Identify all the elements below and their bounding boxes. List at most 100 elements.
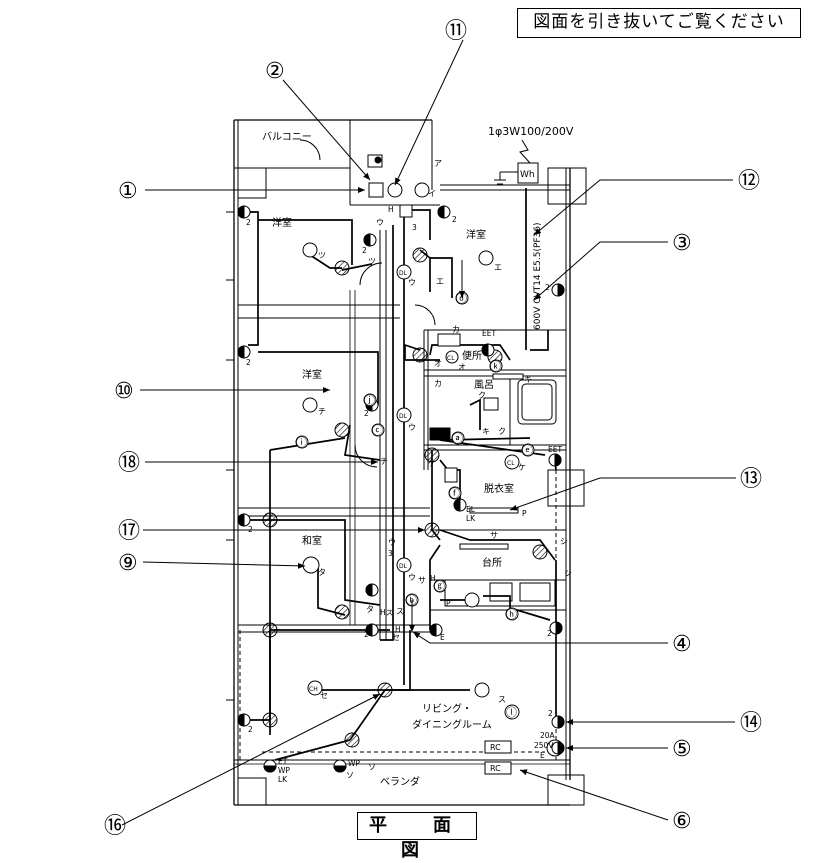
dashed-conduits [239, 184, 557, 760]
sw-chi2: チ [380, 457, 388, 466]
callout-4: ④ [672, 632, 692, 657]
room-living: リビング・ [422, 702, 472, 715]
sw-ku2: ク [498, 427, 506, 436]
outlet-symbol [551, 283, 565, 297]
room-western-3: 洋室 [302, 368, 322, 381]
marker-f: ⓕ [449, 487, 460, 500]
sw-ke2: ケ [518, 463, 526, 472]
tag-cl: CL [447, 355, 455, 362]
tag-dl3: DL [399, 563, 408, 570]
sw-ka: カ [452, 325, 460, 334]
outlet-symbol [363, 233, 377, 247]
tag-2e: 2 [362, 246, 367, 255]
callout-numbers: ① ② ③ ④ ⑤ ⑥ ⑨ ⑩ ⑪ ⑫ ⑬ ⑭ ⑯ ⑰ ⑱ [104, 19, 762, 839]
tag-3: 3 [412, 223, 417, 232]
marker-c: ⓒ [372, 424, 383, 437]
callout-18: ⑱ [118, 451, 140, 476]
switch-letters: ア イ ウ ウ ウ ウ ウ エ エ オ オ カ カ キ キ ク ク ケ ケ サ … [318, 159, 572, 780]
tag-h: H [388, 205, 394, 214]
sw-u5: ウ [408, 573, 416, 582]
outlet-symbol [481, 343, 495, 357]
callout-1: ① [118, 179, 138, 204]
sw-u3: ウ [408, 423, 416, 432]
outlets [237, 205, 565, 773]
tag-2j: 2 [548, 709, 553, 718]
room-western-1: 洋室 [272, 216, 292, 229]
tag-dl2: DL [399, 413, 408, 420]
sw-su: ス [498, 695, 506, 704]
outlet-symbol [551, 715, 565, 729]
tag-amp: 20A [540, 731, 556, 740]
callout-16: ⑯ [104, 814, 126, 839]
sw-shi: シ [560, 537, 568, 546]
sw-se2: セ [392, 633, 400, 642]
marker-j: ⓙ [364, 394, 375, 407]
circuit-markers [295, 291, 535, 621]
sw-shi2: シ [564, 569, 572, 578]
sw-ka2: カ [434, 379, 442, 388]
sw-ta: タ [318, 568, 326, 577]
sw-a: ア [434, 159, 442, 168]
marker-a: ⓐ [452, 432, 463, 445]
room-bath: 風呂 [474, 379, 494, 391]
room-living-2: ダイニングルーム [412, 718, 492, 731]
tag-2h: 2 [452, 215, 457, 224]
room-veranda: ベランダ [380, 775, 420, 788]
room-dressing: 脱衣室 [484, 482, 514, 495]
marker-e: ⓔ [522, 444, 533, 457]
sw-ki2: キ [482, 427, 490, 436]
tag-h3: H [395, 625, 401, 634]
tag-eet2: EET [548, 445, 562, 454]
tag-2a: 2 [246, 218, 251, 227]
room-western-2: 洋室 [466, 228, 486, 241]
light-fixtures [302, 182, 520, 720]
tag-h2: H [430, 574, 436, 583]
outlet-symbol [333, 759, 347, 773]
tag-lk: LK [278, 775, 288, 784]
outlet-tags: 2 2 2 2 2 2 2 2 2 2 2 3 3 EET EET ET WP … [246, 205, 562, 784]
tag-eet: EET [482, 329, 496, 338]
sw-ke: ケ [428, 459, 436, 468]
tag-p2: P [446, 599, 451, 608]
sw-o: オ [434, 359, 442, 368]
meter-panel [367, 139, 564, 775]
callout-10: ⑩ [114, 379, 134, 404]
callout-11: ⑪ [445, 19, 467, 44]
room-japanese: 和室 [302, 534, 322, 547]
marker-i: ⓘ [296, 436, 307, 449]
tag-e: E [440, 633, 445, 642]
callout-13: ⑬ [740, 467, 762, 492]
tag-2b: 2 [246, 358, 251, 367]
outlet-symbol [549, 621, 563, 635]
outlet-symbol [437, 205, 451, 219]
outlet-symbol [453, 498, 467, 512]
supply-spec: 1φ3W100/200V [488, 125, 574, 138]
sw-u: ウ [376, 218, 384, 227]
tag-2f: 2 [364, 409, 369, 418]
sw-u2: ウ [408, 278, 416, 287]
tag-2c: 2 [248, 525, 253, 534]
instruction-header: 図面を引き抜いてご覧ください [517, 8, 801, 38]
sw-e: エ [494, 263, 502, 272]
marker-g: ⓖ [434, 580, 445, 593]
marker-k: ⓚ [490, 360, 501, 373]
junction-boxes [262, 247, 548, 748]
tag-p: P [522, 509, 527, 518]
tag-lk2: LK [466, 514, 476, 523]
callout-2: ② [265, 59, 285, 84]
outlet-symbol [237, 345, 251, 359]
sw-i: イ [428, 189, 436, 198]
marker-d: ⓓ [456, 292, 467, 305]
tag-2d: 2 [248, 725, 253, 734]
callout-leaders [121, 39, 736, 826]
room-balcony: バルコニー [262, 131, 312, 143]
tag-2g: 2 [364, 630, 369, 639]
room-toilet: 便所 [462, 349, 482, 362]
sw-se: セ [320, 691, 328, 700]
outlet-symbol [237, 205, 251, 219]
outlet-symbol [365, 583, 379, 597]
tag-et: ET [278, 757, 288, 766]
sw-su2: ス [396, 607, 404, 616]
room-labels: バルコニー 洋室 洋室 洋室 和室 便所 風呂 脱衣室 台所 リビング・ ダイニ… [262, 131, 514, 788]
